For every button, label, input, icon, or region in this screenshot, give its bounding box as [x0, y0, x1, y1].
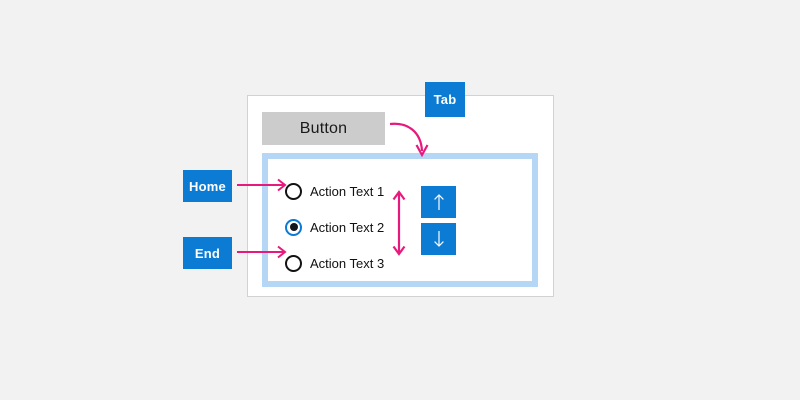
radio-unselected-icon[interactable] — [285, 254, 302, 272]
radio-option-1[interactable]: Action Text 1 — [285, 175, 415, 207]
key-badge-home: Home — [183, 170, 232, 202]
radio-option-3[interactable]: Action Text 3 — [285, 247, 415, 279]
arrow-up-icon — [433, 194, 444, 210]
spinner-up-button[interactable] — [421, 186, 456, 218]
spinner-down-button[interactable] — [421, 223, 456, 255]
radio-option-label: Action Text 3 — [310, 255, 385, 271]
radio-option-label: Action Text 1 — [310, 183, 385, 199]
radio-option-2[interactable]: Action Text 2 — [285, 211, 415, 243]
key-badge-end: End — [183, 237, 232, 269]
dialog-button[interactable]: Button — [262, 112, 385, 145]
arrow-down-icon — [433, 231, 444, 247]
radio-option-label: Action Text 2 — [310, 219, 385, 235]
radio-unselected-icon[interactable] — [285, 182, 302, 200]
radio-group: Action Text 1 Action Text 2 Action Text … — [285, 175, 415, 283]
radio-selected-icon[interactable] — [285, 218, 302, 236]
key-badge-tab: Tab — [425, 82, 465, 117]
